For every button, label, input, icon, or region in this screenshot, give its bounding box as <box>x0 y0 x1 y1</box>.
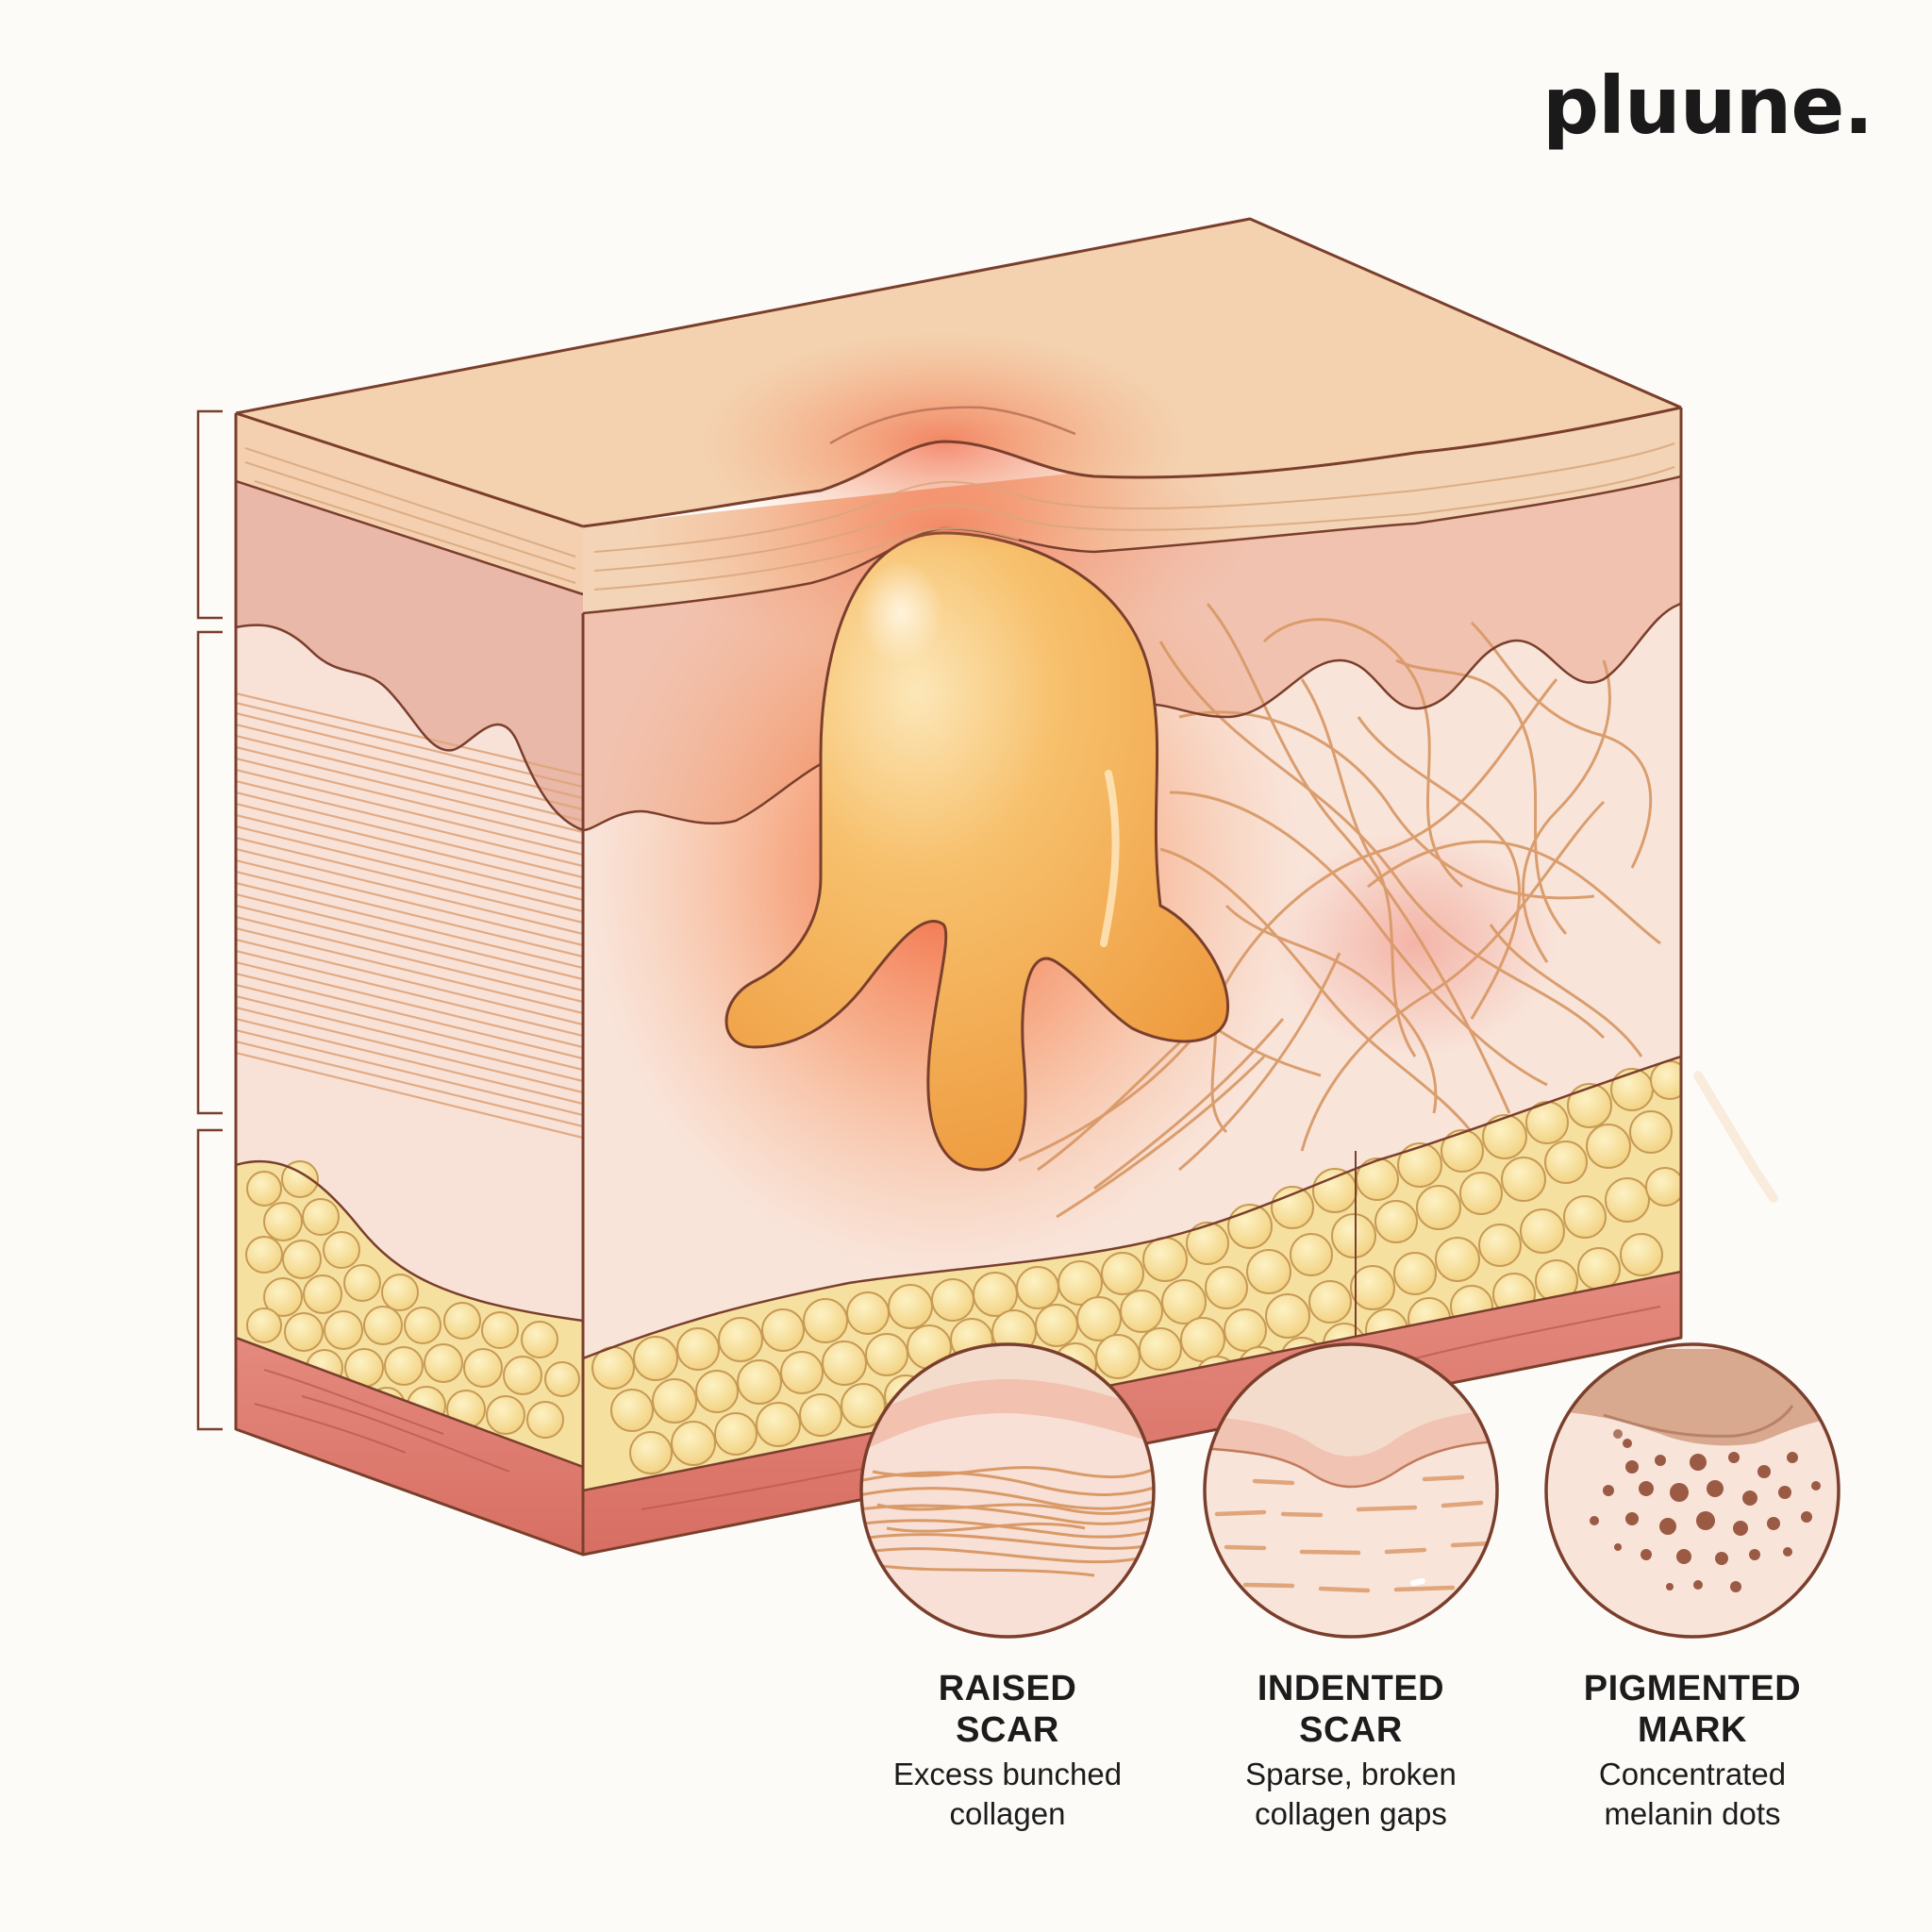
inset-indented-scar <box>1203 1342 1499 1639</box>
bracket-subcutis <box>196 1128 223 1431</box>
caption-title-line2: SCAR <box>956 1710 1059 1750</box>
inset-raised-scar <box>859 1342 1156 1639</box>
caption-desc-line1: Concentrated <box>1598 1757 1787 1791</box>
layer-brackets <box>196 409 223 1431</box>
caption-raised-scar: RAISED SCAR Excess bunched collagen <box>847 1668 1168 1834</box>
sparkle <box>1693 1071 1778 1203</box>
caption-desc-line2: collagen gaps <box>1255 1796 1447 1831</box>
front-face <box>236 413 583 1555</box>
caption-desc-line2: collagen <box>949 1796 1066 1831</box>
inflamed-lesion <box>724 531 1229 1172</box>
right-face <box>583 408 1681 1555</box>
top-face <box>236 219 1681 557</box>
caption-desc-line1: Sparse, broken <box>1245 1757 1457 1791</box>
caption-pigmented-mark: PIGMENTED MARK Concentrated melanin dots <box>1532 1668 1853 1834</box>
bracket-dermis <box>196 630 223 1115</box>
caption-desc-line2: melanin dots <box>1604 1796 1781 1831</box>
block-outline <box>234 217 1683 1557</box>
tangled-collagen-fibers <box>1018 603 1661 1219</box>
melanin-dots <box>1590 1439 1821 1592</box>
surface-grain <box>244 442 1675 591</box>
bracket-epidermis <box>196 409 223 620</box>
caption-title-line1: PIGMENTED <box>1583 1669 1802 1708</box>
caption-title-line1: RAISED <box>938 1669 1077 1708</box>
caption-title-line2: MARK <box>1638 1710 1747 1750</box>
caption-title-line1: INDENTED <box>1257 1669 1445 1708</box>
brand-logo: pluune. <box>1542 59 1874 152</box>
caption-title-line2: SCAR <box>1299 1710 1403 1750</box>
inset-pigmented-mark <box>1544 1342 1840 1639</box>
caption-desc-line1: Excess bunched <box>892 1757 1123 1791</box>
caption-indented-scar: INDENTED SCAR Sparse, broken collagen ga… <box>1191 1668 1511 1834</box>
